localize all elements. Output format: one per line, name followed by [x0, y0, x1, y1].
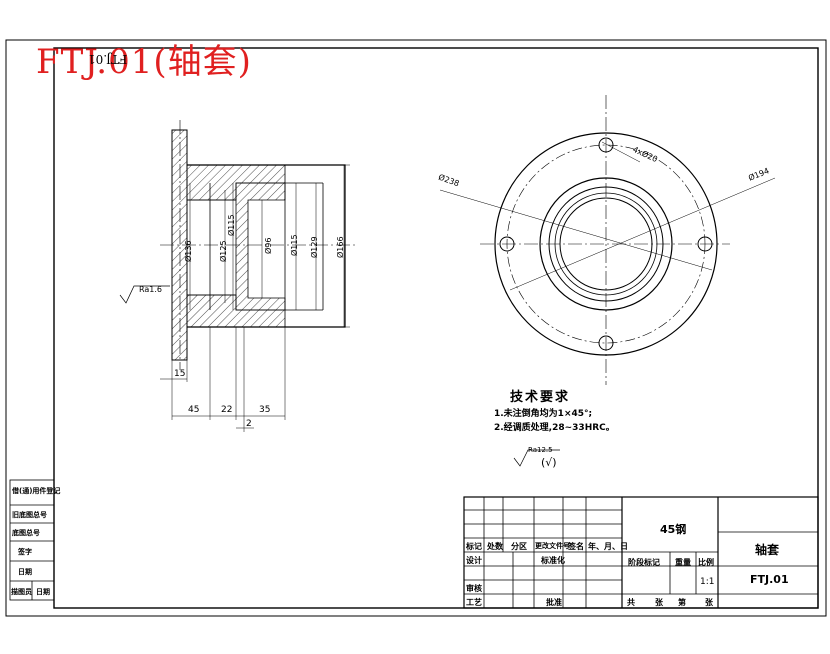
- side-reg-5: 日期: [18, 568, 32, 576]
- sheets-word: 张: [655, 598, 663, 607]
- tech-rough-symbol: [513, 449, 560, 467]
- tech-rough-paren: (√): [541, 456, 557, 469]
- dim-w45: 45: [188, 405, 200, 415]
- sheet-no-label: 第: [678, 598, 686, 607]
- tech-line-1: 1.未注倒角均为1×45°;: [494, 409, 593, 419]
- hdr-sign: 签名: [568, 542, 584, 551]
- side-reg-6: 描图员: [11, 588, 32, 596]
- hdr-date: 年、月、日: [588, 542, 628, 551]
- dim-w22: 22: [221, 405, 233, 415]
- side-reg-7: 日期: [36, 588, 50, 596]
- dim-d115: Ø115: [290, 234, 299, 256]
- side-register-table: [9, 479, 55, 601]
- part-name: 轴套: [755, 543, 780, 557]
- material: 45钢: [660, 523, 687, 536]
- drawing-number: FTJ.01: [750, 573, 789, 586]
- side-reg-1: 借(通)用件登记: [12, 487, 61, 495]
- dim-d115-small: Ø115: [227, 214, 236, 236]
- hdr-doc: 更改文件号: [535, 542, 570, 550]
- dim-d136: Ø136: [184, 240, 193, 262]
- tech-rough: Ra12.5: [528, 446, 553, 454]
- dim-d166: Ø166: [336, 236, 345, 258]
- review-label: 审核: [466, 584, 482, 593]
- hdr-zone: 分区: [511, 542, 527, 551]
- craft-label: 工艺: [466, 598, 482, 607]
- dim-d125: Ø125: [219, 240, 228, 262]
- hdr-qty: 处数: [487, 542, 503, 551]
- scale-value: 1:1: [700, 577, 715, 587]
- approve-label: 批准: [546, 598, 562, 607]
- hdr-mark: 标记: [466, 542, 482, 551]
- sheets-total-label: 共: [627, 598, 635, 607]
- section-view: [119, 120, 355, 432]
- mirrored-code: FTJ.01: [88, 52, 128, 66]
- dim-w15: 15: [174, 369, 186, 379]
- inner-border: [53, 47, 819, 609]
- standard-label: 标准化: [541, 556, 565, 565]
- dim-w35: 35: [259, 405, 271, 415]
- side-reg-2: 旧底图总号: [12, 511, 47, 519]
- sheet-word: 张: [705, 598, 713, 607]
- tech-line-2: 2.经调质处理,28~33HRC。: [494, 423, 615, 433]
- front-view: [439, 95, 776, 385]
- dim-d96: Ø96: [264, 237, 273, 254]
- side-reg-4: 签字: [18, 548, 32, 556]
- dim-w2: 2: [246, 419, 252, 429]
- stage-label: 阶段标记: [628, 558, 660, 567]
- dim-d129: Ø129: [310, 236, 319, 258]
- outer-border: [5, 39, 827, 617]
- scale-label: 比例: [698, 558, 714, 567]
- title-block: [463, 496, 819, 609]
- rough-left: Ra1.6: [139, 285, 163, 294]
- weight-label: 重量: [675, 558, 691, 567]
- drawing-title: FTJ.01(轴套): [36, 42, 252, 82]
- design-label: 设计: [466, 556, 482, 565]
- side-reg-3: 底图总号: [12, 529, 40, 537]
- tech-title: 技术要求: [510, 390, 571, 405]
